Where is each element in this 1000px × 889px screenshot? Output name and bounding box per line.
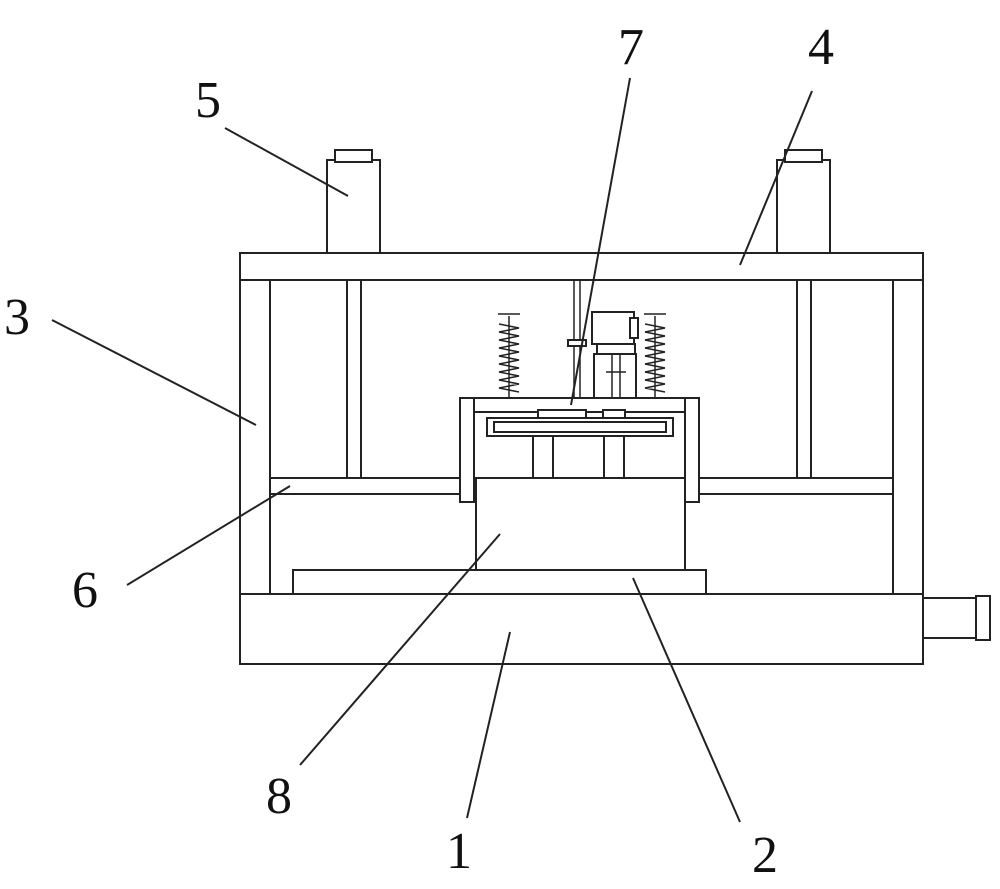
inner-tray-inner bbox=[493, 421, 667, 433]
label-7: 7 bbox=[618, 19, 644, 76]
motor-cap bbox=[629, 317, 639, 339]
motor-mount bbox=[596, 343, 636, 355]
top-cylinder-left-cap bbox=[334, 149, 373, 163]
mechanism-frame-left bbox=[459, 397, 475, 503]
tray-leg-left bbox=[532, 435, 554, 479]
middle-plate-right bbox=[684, 477, 894, 495]
leader-2 bbox=[632, 577, 741, 823]
leader-8 bbox=[299, 533, 501, 766]
label-8: 8 bbox=[266, 768, 292, 825]
leader-7 bbox=[570, 77, 631, 406]
label-3: 3 bbox=[4, 289, 30, 346]
label-5: 5 bbox=[195, 72, 221, 129]
slide-plate bbox=[537, 409, 587, 419]
leader-1 bbox=[466, 631, 511, 819]
tray-leg-right bbox=[603, 435, 625, 479]
top-cylinder-left bbox=[326, 159, 381, 254]
spring-right bbox=[644, 313, 666, 398]
spring-left bbox=[498, 313, 520, 398]
leader-5 bbox=[224, 127, 349, 197]
slide-block bbox=[602, 409, 626, 419]
side-rod bbox=[922, 597, 984, 639]
top-cylinder-right-cap bbox=[784, 149, 823, 163]
top-cylinder-right bbox=[776, 159, 831, 254]
right-column bbox=[892, 279, 924, 595]
bottom-plate bbox=[292, 569, 707, 595]
leader-6 bbox=[126, 485, 291, 586]
label-6: 6 bbox=[72, 562, 98, 619]
middle-plate-left bbox=[269, 477, 479, 495]
label-2: 2 bbox=[752, 827, 778, 884]
leader-4 bbox=[739, 90, 813, 266]
label-1: 1 bbox=[446, 823, 472, 880]
guide-rod-left bbox=[346, 279, 362, 479]
motor-support bbox=[593, 353, 637, 399]
guide-rod-right bbox=[796, 279, 812, 479]
leader-3 bbox=[51, 319, 257, 426]
left-column bbox=[239, 279, 271, 595]
rod-collar bbox=[567, 339, 587, 347]
label-4: 4 bbox=[808, 19, 834, 76]
central-block bbox=[475, 477, 686, 571]
motor-body bbox=[591, 311, 635, 345]
side-rod-cap bbox=[975, 595, 991, 641]
base bbox=[239, 593, 924, 665]
top-plate bbox=[239, 252, 924, 281]
mechanism-frame-right bbox=[684, 397, 700, 503]
